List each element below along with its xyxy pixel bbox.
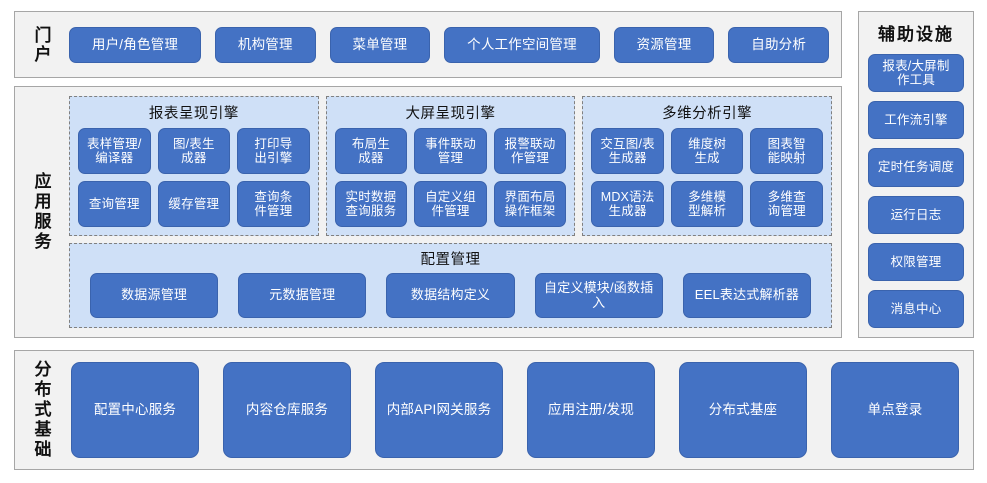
engines-row: 报表呈现引擎 表样管理/ 编译器 图/表生 成器 打印导 出引擎 查询管理 缓存…: [69, 96, 833, 236]
distributed-foundation-section: 分布式基础 配置中心服务 内容仓库服务 内部API网关服务 应用注册/发现 分布…: [14, 350, 974, 470]
portal-section: 门户 用户/角色管理 机构管理 菜单管理 个人工作空间管理 资源管理 自助分析: [14, 11, 842, 78]
aux-item-permission-management[interactable]: 权限管理: [868, 242, 964, 281]
dist-item-distributed-base[interactable]: 分布式基座: [679, 362, 807, 458]
distributed-foundation-items: 配置中心服务 内容仓库服务 内部API网关服务 应用注册/发现 分布式基座 单点…: [67, 351, 973, 469]
config-item-eel-expression-parser[interactable]: EEL表达式解析器: [682, 273, 812, 318]
auxiliary-facilities-section: 辅助设施 报表/大屏制 作工具 工作流引擎 定时任务调度 运行日志 权限管理 消…: [858, 11, 974, 338]
engine-items-large-screen-rendering: 布局生 成器 事件联动 管理 报警联动 作管理 实时数据 查询服务 自定义组 件…: [334, 128, 567, 227]
engine-items-report-rendering: 表样管理/ 编译器 图/表生 成器 打印导 出引擎 查询管理 缓存管理 查询条 …: [78, 128, 310, 227]
portal-button-menu-management[interactable]: 菜单管理: [329, 26, 431, 63]
engine-title-report-rendering: 报表呈现引擎: [148, 106, 239, 122]
engine-item-alarm-linkage-action-management[interactable]: 报警联动 作管理: [493, 128, 567, 174]
dist-item-content-repository-service[interactable]: 内容仓库服务: [223, 362, 351, 458]
config-item-datasource-management[interactable]: 数据源管理: [90, 273, 219, 318]
portal-button-group: 用户/角色管理 机构管理 菜单管理 个人工作空间管理 资源管理 自助分析: [67, 12, 841, 77]
application-services-body: 报表呈现引擎 表样管理/ 编译器 图/表生 成器 打印导 出引擎 查询管理 缓存…: [67, 87, 841, 337]
portal-button-self-service-analysis[interactable]: 自助分析: [728, 26, 829, 63]
engine-title-multidimensional-analysis: 多维分析引擎: [662, 106, 753, 122]
engine-panel-report-rendering: 报表呈现引擎 表样管理/ 编译器 图/表生 成器 打印导 出引擎 查询管理 缓存…: [69, 96, 319, 236]
config-item-data-structure-definition[interactable]: 数据结构定义: [386, 273, 515, 318]
application-services-label: 应用服务: [31, 172, 51, 252]
engine-item-dimension-tree-generation[interactable]: 维度树 生成: [670, 128, 744, 174]
config-management-title: 配置管理: [420, 252, 481, 268]
dist-item-single-sign-on[interactable]: 单点登录: [831, 362, 959, 458]
engine-panel-large-screen-rendering: 大屏呈现引擎 布局生 成器 事件联动 管理 报警联动 作管理 实时数据 查询服务…: [325, 96, 576, 236]
aux-item-workflow-engine[interactable]: 工作流引擎: [868, 101, 964, 140]
engine-item-query-condition-management[interactable]: 查询条 件管理: [237, 181, 310, 227]
config-management-items: 数据源管理 元数据管理 数据结构定义 自定义模块/函数插入 EEL表达式解析器: [80, 273, 821, 318]
dist-item-config-center-service[interactable]: 配置中心服务: [71, 362, 199, 458]
engine-item-template-manager-compiler[interactable]: 表样管理/ 编译器: [78, 128, 151, 174]
auxiliary-facilities-title: 辅助设施: [878, 25, 954, 44]
portal-section-label: 门户: [31, 25, 51, 64]
engine-items-multidimensional-analysis: 交互图/表 生成器 维度树 生成 图表智 能映射 MDX语法 生成器 多维模 型…: [591, 128, 823, 227]
aux-item-scheduled-task-scheduler[interactable]: 定时任务调度: [868, 148, 964, 187]
dist-item-internal-api-gateway-service[interactable]: 内部API网关服务: [375, 362, 503, 458]
engine-panel-multidimensional-analysis: 多维分析引擎 交互图/表 生成器 维度树 生成 图表智 能映射 MDX语法 生成…: [582, 96, 833, 236]
engine-item-chart-table-generator[interactable]: 图/表生 成器: [157, 128, 231, 174]
distributed-foundation-label: 分布式基础: [31, 360, 51, 460]
engine-item-ui-layout-operation-framework[interactable]: 界面布局 操作框架: [493, 181, 567, 227]
application-services-section: 应用服务 报表呈现引擎 表样管理/ 编译器 图/表生 成器 打印导 出引擎 查询…: [14, 86, 842, 338]
engine-item-custom-component-management[interactable]: 自定义组 件管理: [414, 181, 487, 227]
engine-item-multidimensional-model-parsing[interactable]: 多维模 型解析: [670, 181, 744, 227]
engine-title-large-screen-rendering: 大屏呈现引擎: [405, 106, 496, 122]
auxiliary-facilities-list: 报表/大屏制 作工具 工作流引擎 定时任务调度 运行日志 权限管理 消息中心: [868, 54, 964, 329]
engine-item-cache-management[interactable]: 缓存管理: [157, 181, 231, 227]
portal-button-resource-management[interactable]: 资源管理: [613, 26, 715, 63]
config-management-panel: 配置管理 数据源管理 元数据管理 数据结构定义 自定义模块/函数插入 EEL表达…: [69, 243, 832, 328]
engine-item-mdx-syntax-generator[interactable]: MDX语法 生成器: [591, 181, 664, 227]
engine-item-layout-generator[interactable]: 布局生 成器: [334, 128, 408, 174]
config-item-metadata-management[interactable]: 元数据管理: [238, 273, 367, 318]
portal-button-personal-workspace-management[interactable]: 个人工作空间管理: [444, 26, 600, 63]
portal-button-user-role-management[interactable]: 用户/角色管理: [69, 26, 201, 63]
engine-item-realtime-data-query-service[interactable]: 实时数据 查询服务: [334, 181, 408, 227]
aux-item-runtime-log[interactable]: 运行日志: [868, 195, 964, 234]
aux-item-report-dashboard-authoring-tool[interactable]: 报表/大屏制 作工具: [868, 54, 964, 93]
engine-item-event-linkage-management[interactable]: 事件联动 管理: [414, 128, 487, 174]
engine-item-chart-smart-mapping[interactable]: 图表智 能映射: [750, 128, 823, 174]
engine-item-query-management[interactable]: 查询管理: [78, 181, 151, 227]
dist-item-app-registration-discovery[interactable]: 应用注册/发现: [527, 362, 655, 458]
engine-item-multidimensional-query-management[interactable]: 多维查 询管理: [750, 181, 823, 227]
aux-item-message-center[interactable]: 消息中心: [868, 289, 964, 329]
config-item-custom-module-function-insertion[interactable]: 自定义模块/函数插入: [534, 273, 663, 318]
engine-item-interactive-chart-table-generator[interactable]: 交互图/表 生成器: [591, 128, 664, 174]
portal-button-org-management[interactable]: 机构管理: [214, 26, 316, 63]
engine-item-print-export-engine[interactable]: 打印导 出引擎: [237, 128, 310, 174]
